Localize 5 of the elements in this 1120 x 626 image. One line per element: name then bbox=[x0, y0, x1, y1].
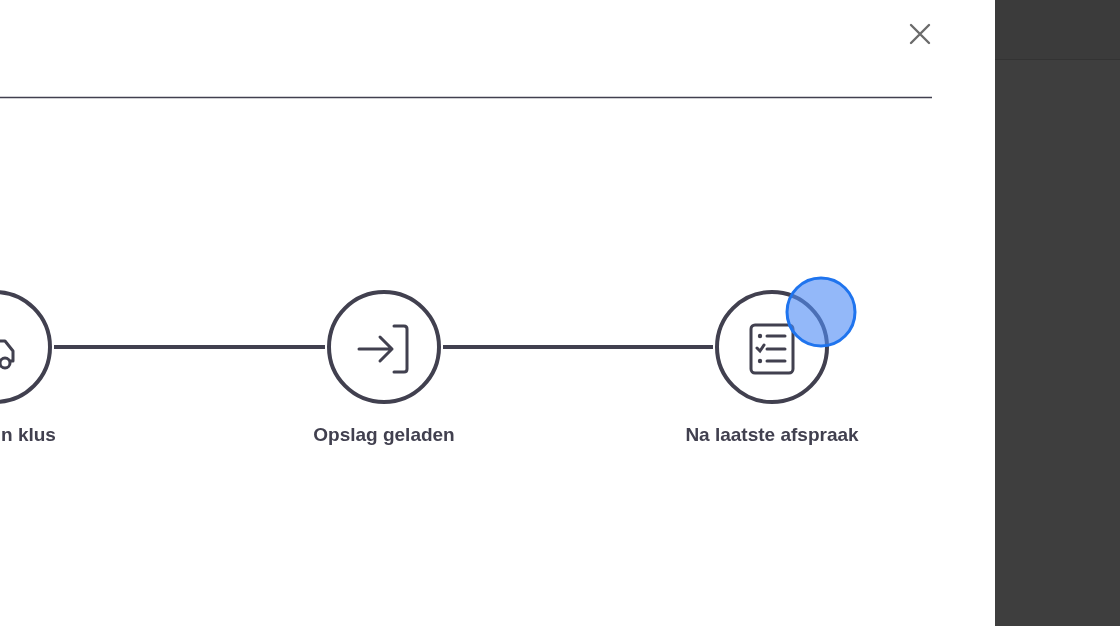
connector-line bbox=[54, 345, 325, 349]
step-label: Na laatste afspraak bbox=[684, 424, 860, 446]
connector-line bbox=[443, 345, 713, 349]
step-label: n klus bbox=[1, 424, 56, 446]
step-label: Opslag geladen bbox=[312, 424, 456, 446]
